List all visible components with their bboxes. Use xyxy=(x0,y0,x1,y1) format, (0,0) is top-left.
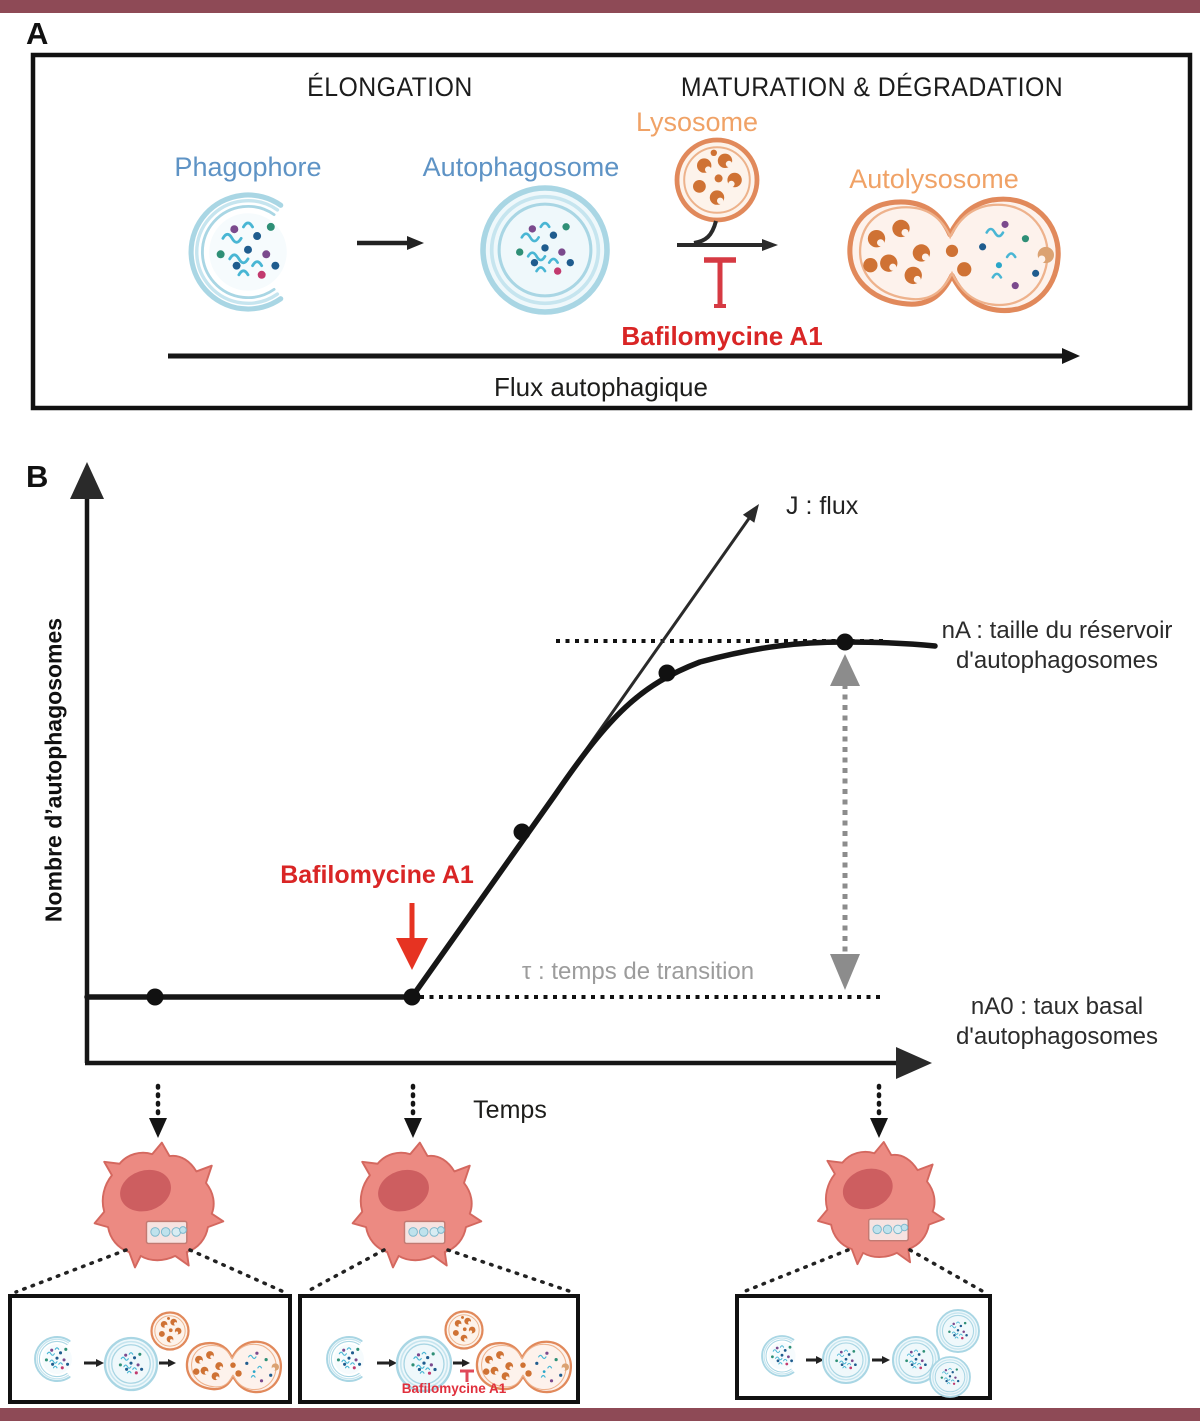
na0-annotation-line2: d'autophagosomes xyxy=(955,1023,1159,1050)
timepoint-cells xyxy=(8,1083,992,1404)
autophagosome-count-curve xyxy=(84,639,938,1000)
maturation-heading: MATURATION & DÉGRADATION xyxy=(680,72,1064,102)
bafilomycine-label-panel-a: Bafilomycine A1 xyxy=(621,321,823,351)
bafilomycine-label-inset: Bafilomycine A1 xyxy=(401,1381,507,1396)
flux-autophagique-arrow xyxy=(168,348,1080,364)
inset-3-accumulation xyxy=(762,1310,979,1397)
panel-a-label: A xyxy=(26,16,49,51)
cell-2 xyxy=(351,1141,483,1269)
autolysosome-label: Autolysosome xyxy=(849,164,1019,194)
y-axis xyxy=(70,462,104,1063)
bottom-frame-bar xyxy=(0,1408,1200,1421)
tau-label: τ : temps de transition xyxy=(521,958,755,985)
flux-line-label: J : flux xyxy=(786,492,859,520)
elongation-arrow xyxy=(357,236,424,250)
panel-b-chart xyxy=(70,462,938,1079)
inset-inhibition-t-icon xyxy=(460,1369,474,1382)
na-annotation: nA : taille du réservoir d'autophagosome… xyxy=(942,616,1173,676)
curve-data-points xyxy=(146,633,854,1006)
panel-b-label: B xyxy=(26,459,49,494)
elongation-heading: ÉLONGATION xyxy=(307,72,473,102)
na0-annotation: nA0 : taux basal d'autophagosomes xyxy=(956,992,1158,1052)
top-frame-bar xyxy=(0,0,1200,13)
x-axis xyxy=(85,1047,932,1079)
panel-a-diagram xyxy=(30,52,1193,411)
timepoint-arrow-2 xyxy=(404,1083,422,1138)
inhibition-t-icon xyxy=(704,257,736,308)
bafilomycine-addition-arrow xyxy=(396,903,428,970)
lysosome-drawing xyxy=(677,140,757,220)
na-span-double-arrow xyxy=(830,654,860,990)
phagophore-label: Phagophore xyxy=(174,152,322,182)
na0-annotation-line1: nA0 : taux basal xyxy=(970,993,1144,1020)
y-axis-title: Nombre d’autophagosomes xyxy=(40,617,67,923)
na-annotation-line2: d'autophagosomes xyxy=(955,647,1159,674)
timepoint-arrow-3 xyxy=(870,1083,888,1138)
magnification-lines xyxy=(14,1248,986,1294)
inset-1-normal-flux xyxy=(35,1311,283,1394)
lysosome-label: Lysosome xyxy=(635,107,759,137)
fusion-arrow xyxy=(677,220,778,251)
timepoint-arrow-1 xyxy=(149,1083,167,1138)
flux-autophagique-caption: Flux autophagique xyxy=(494,372,708,402)
autophagosome-drawing xyxy=(483,188,607,312)
na-annotation-line1: nA : taille du réservoir xyxy=(941,617,1173,644)
x-axis-title: Temps xyxy=(473,1096,547,1124)
autophagosome-label: Autophagosome xyxy=(422,152,620,182)
cell-3 xyxy=(817,1141,945,1266)
bafilomycine-label-panel-b: Bafilomycine A1 xyxy=(280,861,474,889)
cell-1 xyxy=(93,1141,225,1269)
inset-2-bafilomycine xyxy=(327,1310,573,1394)
